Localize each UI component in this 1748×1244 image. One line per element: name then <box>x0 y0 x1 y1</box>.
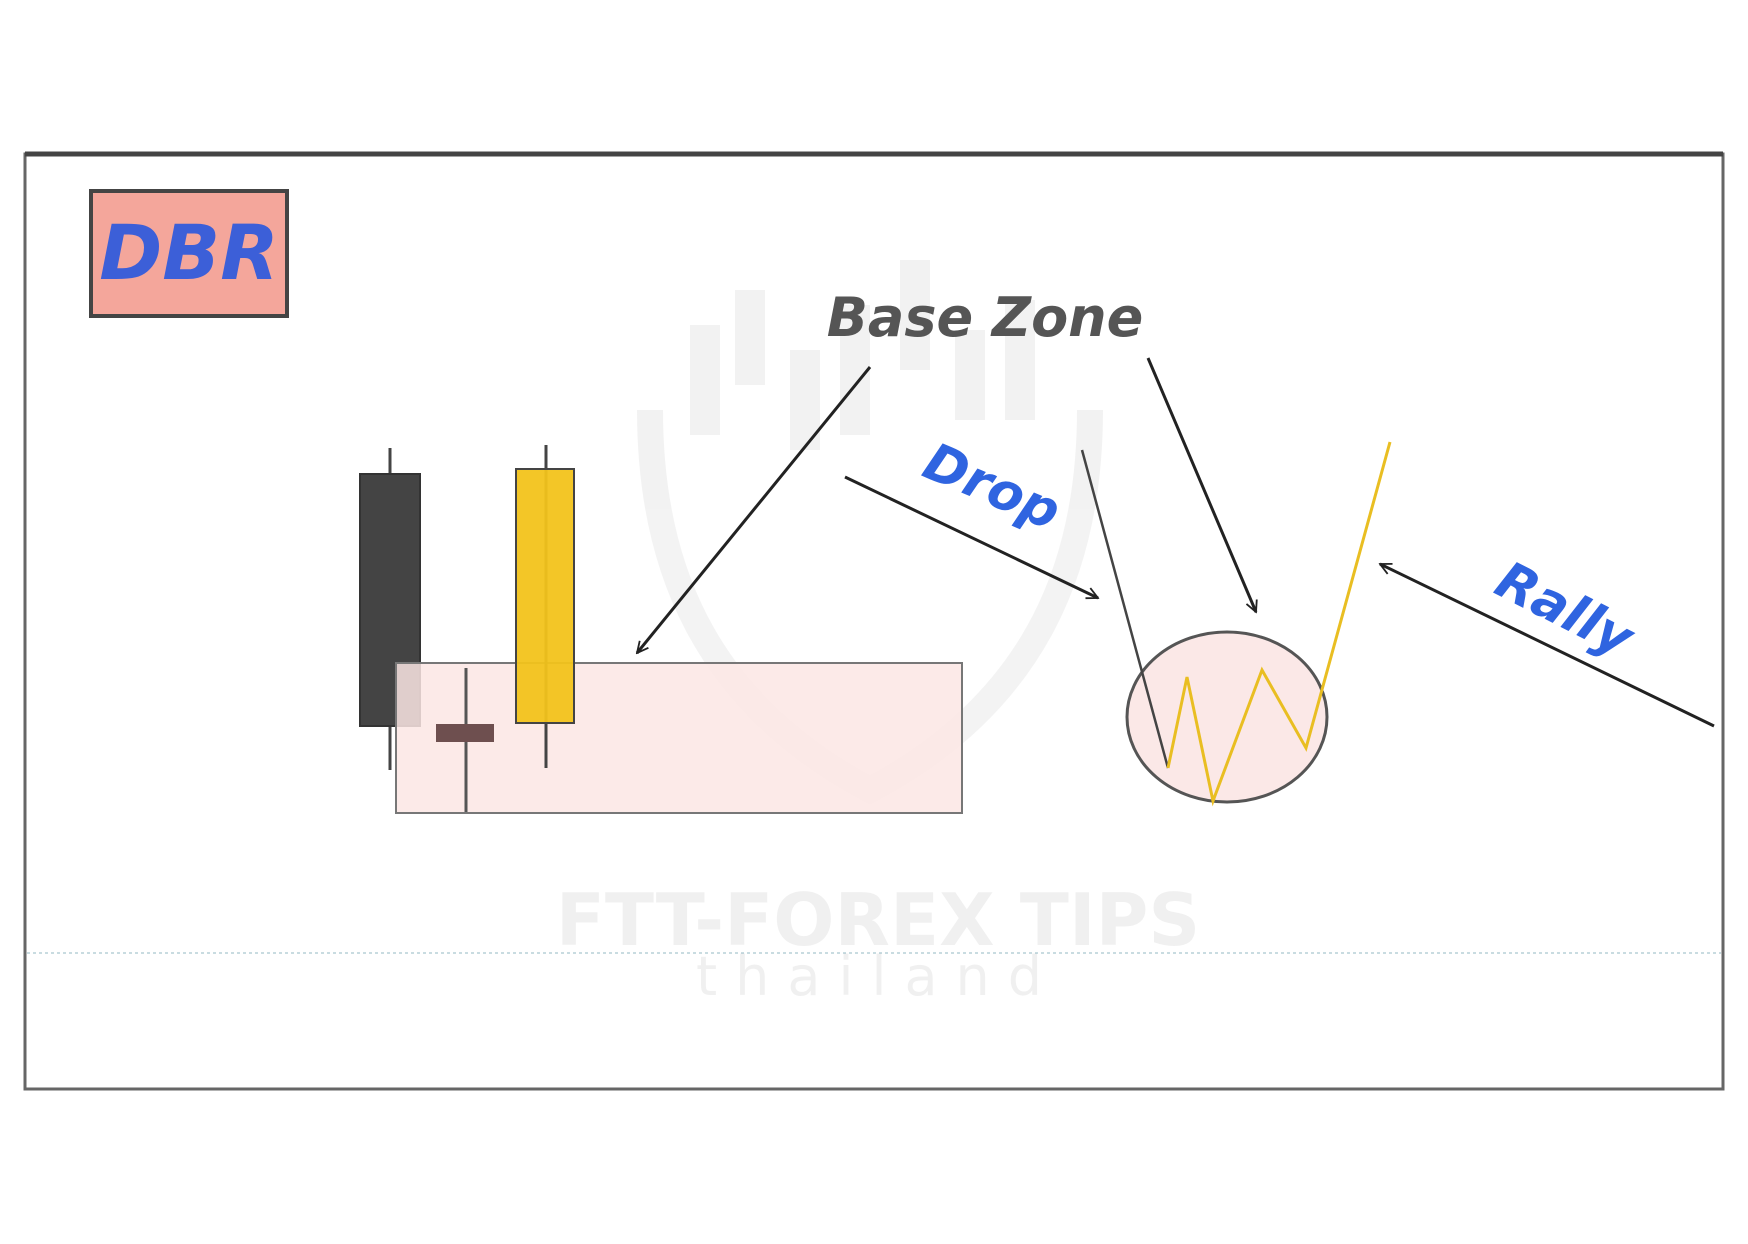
base-zone-label: Base Zone <box>827 286 1144 349</box>
watermark <box>637 260 1103 805</box>
base-consolidation-ellipse <box>1125 630 1329 804</box>
small-base-candle <box>436 668 494 812</box>
base-zone-arrow-right <box>1146 357 1256 612</box>
base-zone-rectangle <box>395 662 963 814</box>
bullish-candle <box>515 445 575 768</box>
drop-price-line <box>1080 449 1170 769</box>
watermark-subtitle: thailand <box>696 945 1060 1008</box>
dbr-badge <box>89 189 289 318</box>
base-and-rally-zigzag <box>1166 441 1392 807</box>
chart-frame <box>23 152 1725 1091</box>
watermark-title: FTT-FOREX TIPS <box>556 878 1200 962</box>
drop-arrow <box>844 475 1098 600</box>
rally-arrow <box>1380 562 1715 728</box>
dbr-badge-label: DBR <box>99 208 279 297</box>
base-zone-arrow-left <box>637 366 872 653</box>
